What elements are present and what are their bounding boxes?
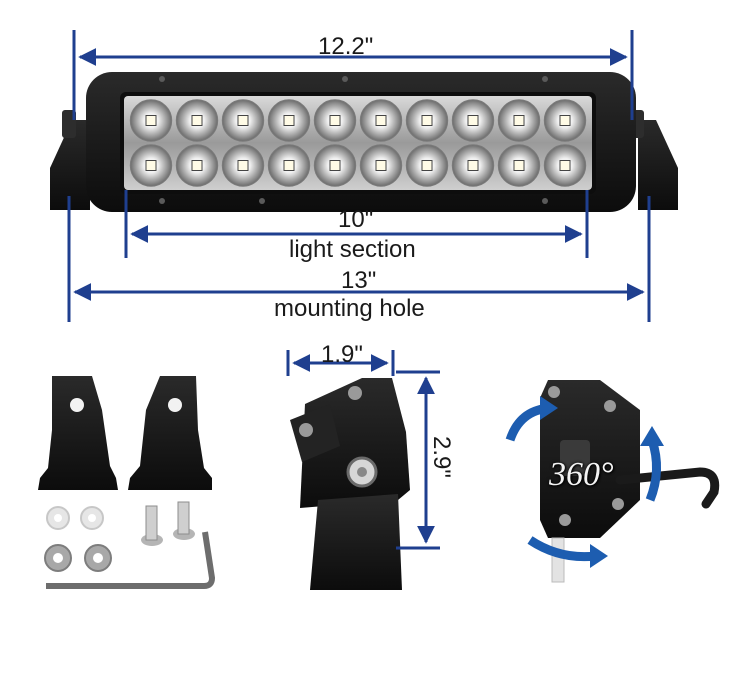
overall-length-label: 12.2" [318,33,374,60]
rotation-view-image [540,380,720,583]
led-chip [237,160,249,171]
mounting-bracket-right-icon [128,376,212,490]
led-chip [375,115,387,126]
depth-label: 1.9" [321,341,363,368]
hex-key-icon [46,531,215,589]
mounting-hole-length-label: 13" [341,267,377,294]
mounting-hole-label: mounting hole [274,295,425,322]
dimension-mounting-hole [67,196,651,322]
bolt-icon [141,501,195,546]
led-chip [283,160,295,171]
led-chip [329,115,341,126]
mounting-bracket-left-icon [38,376,118,490]
led-chip [421,160,433,171]
led-chip [237,115,249,126]
led-chip [559,160,571,171]
led-chip [559,115,571,126]
accessories [38,376,215,589]
led-chip [375,160,387,171]
dimension-overall [72,30,634,120]
led-chip [513,115,525,126]
led-chip [513,160,525,171]
led-chip [467,115,479,126]
led-chip [191,115,203,126]
light-section-length-label: 10" [338,206,374,233]
dimension-depth [286,350,395,376]
rotate-arrow-icon [505,396,664,568]
end-bracket-right [638,120,678,210]
led-grid [129,99,587,187]
dimension-light-section [124,190,589,258]
led-chip [421,115,433,126]
light-section-label: light section [289,236,416,263]
height-label: 2.9" [428,436,455,478]
side-profile-image [290,378,410,590]
led-chip [145,115,157,126]
led-chip [329,160,341,171]
led-chip [191,160,203,171]
led-chip [145,160,157,171]
rotation-label: 360° [549,456,614,493]
washer-icon [44,506,112,572]
dimension-height [396,370,440,550]
end-bracket-left [50,120,90,210]
light-bar-image [50,72,678,212]
led-chip [283,115,295,126]
led-chip [467,160,479,171]
